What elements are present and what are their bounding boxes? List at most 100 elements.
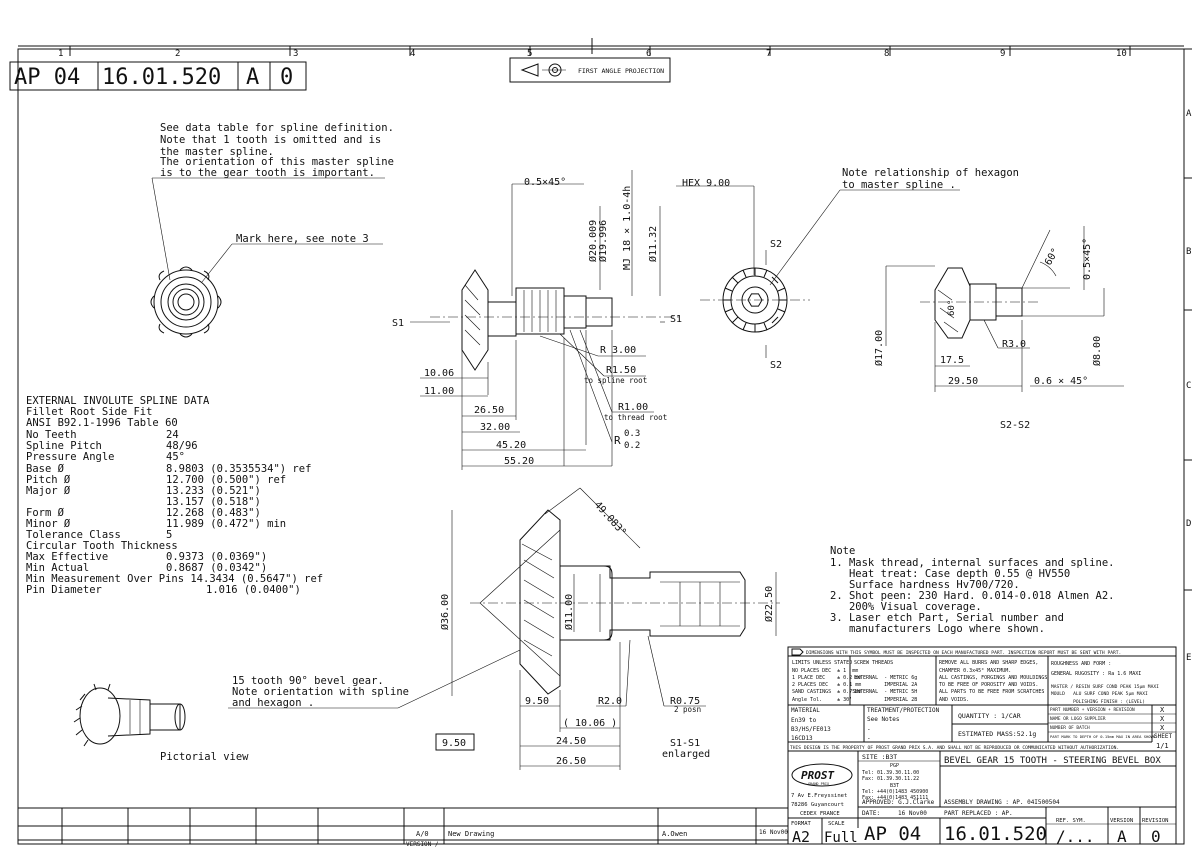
spline-table-title: ANSI B92.1-1996 Table 60 <box>26 417 178 429</box>
side-s1-right: S1 <box>670 314 682 325</box>
s1-l2450: 24.50 <box>556 736 586 747</box>
s2-chamfer-06: 0.6 × 45° <box>1034 376 1088 387</box>
s1-r075: R0.75 <box>670 696 700 707</box>
side-r03-upper: 0.3 <box>624 429 640 439</box>
part-mark: X <box>1160 724 1165 732</box>
treatment-extra: - <box>867 735 871 742</box>
general-notes: Note 1. Mask thread, internal surfaces a… <box>830 545 1114 635</box>
zone-5: 5 <box>527 49 532 59</box>
finish-line: ROUGHNESS AND FORM : <box>1051 661 1111 667</box>
s2-l2950: 29.50 <box>948 376 978 387</box>
limits-line: SAND CASTINGS ± 0.75mm <box>792 689 861 695</box>
spline-row-value: 45° <box>166 451 185 463</box>
spline-row-value: 0.8687 (0.0342") <box>166 562 267 574</box>
s1-label: S1-S1 <box>670 738 700 749</box>
zone-4: 4 <box>410 49 415 59</box>
s1-dia-2250: Ø22.50 <box>763 586 775 622</box>
spline-data-table: EXTERNAL INVOLUTE SPLINE DATA Fillet Roo… <box>26 395 323 596</box>
limits-line: LIMITS UNLESS STATED <box>792 660 852 666</box>
note-line: Surface hardness Hv700/720. <box>830 579 1020 591</box>
s2-chamfer: 0.5×45° <box>1082 238 1093 280</box>
header-rev-number: 0 <box>280 65 293 90</box>
finish-line: POLISHING FINISH : (LEVEL) <box>1051 699 1145 705</box>
screw-line: INTERNAL - METRIC 5H <box>854 689 917 695</box>
material-line: En39 to <box>791 717 817 724</box>
title-block: DIMENSIONS WITH THIS SYMBOL MUST BE INSP… <box>787 646 1177 846</box>
address-line: 78286 Guyancourt <box>791 802 844 808</box>
s2-l175: 17.5 <box>940 355 964 366</box>
note-line: 2. Shot peen: 230 Hard. 0.014-0.018 Alme… <box>830 590 1114 602</box>
zone-B: B <box>1186 247 1191 257</box>
spline-table-title: Fillet Root Side Fit <box>26 406 152 418</box>
spline-row-label: Form Ø <box>26 507 65 519</box>
edges-line: TO BE FREE OF POROSITY AND VOIDS. <box>939 682 1038 688</box>
section-s1: 49.083° Ø36.00 Ø11.00 Ø22.50 9.50 R2.0 R… <box>435 487 780 770</box>
ref-label: REF. SYM. <box>1056 818 1086 824</box>
format-value: A2 <box>792 828 810 846</box>
spline-note: See data table for spline definition. No… <box>151 122 394 283</box>
limits-line: Angle Tol. ± 30' <box>792 697 852 703</box>
zone-7: 7 <box>766 49 771 59</box>
hex-note-line: Note relationship of hexagon <box>842 167 1019 179</box>
note-line: 1. Mask thread, internal surfaces and sp… <box>830 557 1114 569</box>
spline-row-label: Pitch Ø <box>26 474 71 486</box>
front-s2-top: S2 <box>770 239 782 250</box>
finish-line: MOULD ALU SURF COND PEAK 5µm MAXI <box>1051 691 1148 697</box>
header-rev-letter: A <box>246 65 259 90</box>
zone-9: 9 <box>1000 49 1005 59</box>
date-label: DATE: <box>862 810 880 817</box>
site-line: Tel: +44(0)1483 450900 <box>862 789 928 795</box>
edges-line: ALL PARTS TO BE FREE FROM SCRATCHES <box>939 689 1044 695</box>
site: SITE :B3T <box>862 753 897 761</box>
side-l3200: 32.00 <box>480 422 510 433</box>
side-dia-20009: Ø20.009 <box>587 220 599 262</box>
part-mark: X <box>1160 706 1165 714</box>
spline-row-value: 5 <box>166 529 172 541</box>
note-line: Heat treat: Case depth 0.55 @ HV550 <box>830 568 1070 580</box>
edges-line: AND VOIDS. <box>939 697 969 703</box>
note-line: manufacturers Logo where shown. <box>830 623 1045 635</box>
spline-pin-value: 1.016 (0.0400") <box>206 584 301 596</box>
side-r150: R1.50 <box>606 365 636 376</box>
part-number-row: PART MARK TO DEPTH OF 0.15mm MAX IN AREA… <box>1050 734 1156 739</box>
part-mark: X <box>1160 715 1165 723</box>
zone-1: 1 <box>58 49 63 59</box>
s2-angle-60b: 60° <box>947 300 957 316</box>
spline-row-value: 13.233 (0.521") <box>166 485 261 497</box>
spline-pins-line: Min Measurement Over Pins 14.3434 (0.564… <box>26 573 323 585</box>
side-l4520: 45.20 <box>496 440 526 451</box>
top-zone-ruler: 1 2 3 4 5 6 7 8 9 10 <box>58 38 1131 59</box>
zone-3: 3 <box>293 49 298 59</box>
zone-A: A <box>1186 109 1192 119</box>
prost-logo <box>791 763 853 787</box>
bottom-code-prefix: AP 04 <box>864 823 921 845</box>
projection-symbol-icon <box>520 63 539 77</box>
zone-D: D <box>1186 519 1191 529</box>
material-line: 16CD13 <box>791 735 813 742</box>
zone-6: 6 <box>646 49 651 59</box>
assembly-drawing: ASSEMBLY DRAWING : AP. 04I500504 <box>944 799 1060 806</box>
front-view: HEX 9.00 S2 S2 <box>676 178 810 371</box>
note-line: 3. Laser etch Part, Serial number and <box>830 612 1064 624</box>
limits-line: 2 PLACES DEC ± 0.1 mm <box>792 682 861 688</box>
screw-line: IMPERIAL 2B <box>854 697 917 703</box>
limits-line: NO PLACES DEC ± 1 mm <box>792 668 858 674</box>
side-l1006: 10.06 <box>424 368 454 379</box>
screw-line: IMPERIAL 2A <box>854 682 917 688</box>
site-line: Fax: +44(0)1483 451111 <box>862 795 928 801</box>
zone-8: 8 <box>884 49 889 59</box>
hex-note: Note relationship of hexagon to master s… <box>769 167 1019 286</box>
ref-value: /... <box>1056 827 1095 846</box>
spline-note-line: is to the gear tooth is important. <box>160 167 375 179</box>
side-r150-note: to spline root <box>584 376 647 385</box>
spline-row-value: 12.268 (0.483") <box>166 507 261 519</box>
company-sub: GRAND PRIX <box>808 782 830 786</box>
spline-row-value: 12.700 (0.500") ref <box>166 474 286 486</box>
side-s1-left: S1 <box>392 318 404 329</box>
revision-date: 16 Nov00 <box>759 829 788 836</box>
s1-angle: 49.083° <box>592 500 628 539</box>
scale-value: Full <box>824 830 858 846</box>
revision-code: A/0 <box>416 830 429 838</box>
finish-line: MASTER / RESIN SURF COND PEAK 15µm MAXI <box>1051 684 1159 690</box>
s1-label-enlarged: enlarged <box>662 749 710 760</box>
